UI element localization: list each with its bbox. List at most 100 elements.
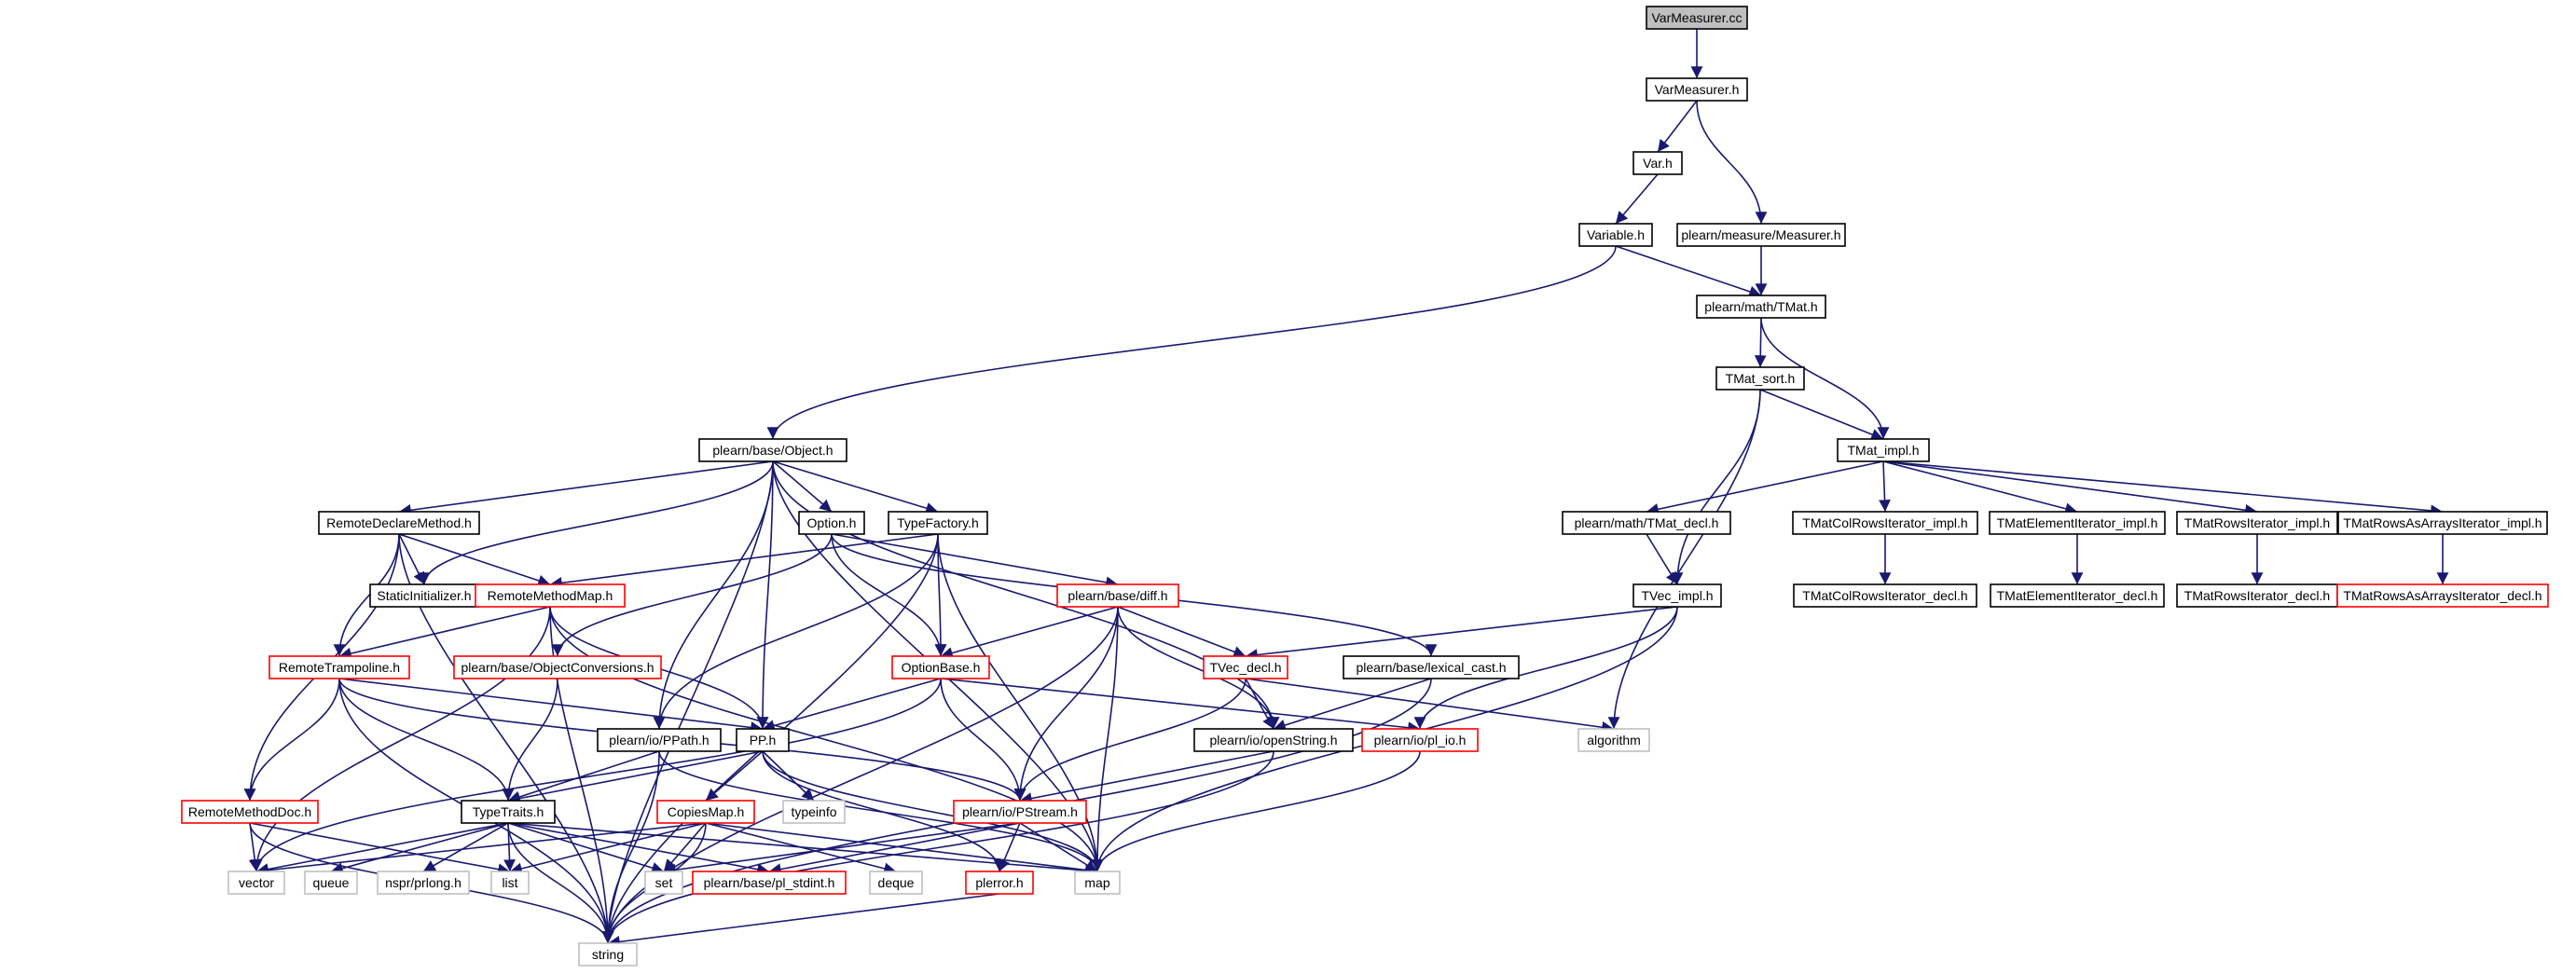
node-prlong: nspr/prlong.h xyxy=(377,871,470,895)
node-colrows_decl[interactable]: TMatColRowsIterator_decl.h xyxy=(1793,583,1977,608)
node-label: TMatColRowsIterator_decl.h xyxy=(1802,588,1967,603)
node-label: VarMeasurer.h xyxy=(1655,82,1740,97)
edge-arrow xyxy=(762,750,1006,872)
node-typefactory_h[interactable]: TypeFactory.h xyxy=(888,511,988,535)
edge-arrow xyxy=(1615,245,1762,297)
edge-arrow xyxy=(333,533,400,657)
edge-pstream_h-to-set xyxy=(663,822,1021,876)
edge-tvec_decl_h-to-openstring_h xyxy=(1245,678,1274,730)
node-tmat_h[interactable]: plearn/math/TMat.h xyxy=(1696,295,1826,319)
node-ppath_h[interactable]: plearn/io/PPath.h xyxy=(597,728,722,752)
node-label: Var.h xyxy=(1643,156,1673,171)
edge-tvec_decl_h-to-algorithm xyxy=(1245,678,1615,734)
edge-arrow xyxy=(766,245,1617,440)
edge-copiesmap_h-to-set xyxy=(663,822,707,872)
edge-tmat_impl_h-to-rowsarr_impl xyxy=(1882,460,2444,517)
node-colrows_impl[interactable]: TMatColRowsIterator_impl.h xyxy=(1792,511,1978,535)
edge-tmat_sort_h-to-algorithm xyxy=(1607,389,1761,730)
node-pstream_h[interactable]: plearn/io/PStream.h xyxy=(953,800,1087,824)
edge-option_h-to-objconv_h xyxy=(551,533,833,657)
node-label: PP.h xyxy=(750,733,777,748)
node-box xyxy=(2336,583,2549,608)
edge-arrow xyxy=(1117,606,1280,730)
node-option_h[interactable]: Option.h xyxy=(798,511,865,535)
node-variable_h[interactable]: Variable.h xyxy=(1578,223,1653,247)
node-label: Option.h xyxy=(807,515,857,530)
node-tmat_impl_h[interactable]: TMat_impl.h xyxy=(1837,438,1930,462)
node-openstring_h[interactable]: plearn/io/openString.h xyxy=(1193,728,1354,752)
node-box xyxy=(1562,511,1731,535)
node-tvec_impl_h[interactable]: TVec_impl.h xyxy=(1632,583,1722,608)
node-stdint_h[interactable]: plearn/base/pl_stdint.h xyxy=(692,871,847,895)
node-copiesmap_h[interactable]: CopiesMap.h xyxy=(656,800,755,824)
node-rmdoc_h[interactable]: RemoteMethodDoc.h xyxy=(181,800,319,824)
node-label: plearn/base/lexical_cast.h xyxy=(1356,660,1506,675)
node-pp_h[interactable]: PP.h xyxy=(736,728,790,752)
nodes-layer: VarMeasurer.ccVarMeasurer.hVar.hplearn/m… xyxy=(181,6,2549,967)
edge-pstream_h-to-map xyxy=(1019,822,1098,872)
edge-diff_h-to-map xyxy=(1091,606,1119,872)
edge-object_h-to-openstring_h xyxy=(772,460,1280,730)
node-label: nspr/prlong.h xyxy=(385,875,461,890)
node-rows_impl[interactable]: TMatRowsIterator_impl.h xyxy=(2176,511,2338,535)
edge-arrow xyxy=(398,460,774,516)
node-box xyxy=(1578,223,1653,247)
edge-typetraits_h-to-queue xyxy=(330,822,509,874)
node-box xyxy=(798,511,865,535)
node-label: TMatRowsAsArraysIterator_impl.h xyxy=(2343,515,2542,530)
edge-arrow xyxy=(507,750,764,804)
node-rmm_h[interactable]: RemoteMethodMap.h xyxy=(475,583,626,608)
node-typetraits_h[interactable]: TypeTraits.h xyxy=(461,800,556,824)
node-label: CopiesMap.h xyxy=(668,804,745,819)
node-measurer_h[interactable]: plearn/measure/Measurer.h xyxy=(1676,223,1846,247)
edge-object_h-to-pp_h xyxy=(756,460,774,730)
node-staticinit_h[interactable]: StaticInitializer.h xyxy=(369,583,479,608)
edge-arrow xyxy=(1879,460,1891,513)
edge-arrow xyxy=(509,822,707,875)
node-label: RemoteDeclareMethod.h xyxy=(326,515,472,530)
node-rowsarr_decl[interactable]: TMatRowsAsArraysIterator_decl.h xyxy=(2336,583,2549,608)
edge-lexcast_h-to-openstring_h xyxy=(1273,678,1432,732)
edge-arrow xyxy=(663,822,707,872)
edge-tmat_impl_h-to-colrows_impl xyxy=(1879,460,1891,513)
node-label: plearn/base/Object.h xyxy=(712,443,833,458)
edge-arrow xyxy=(1019,750,1274,804)
edge-typetraits_h-to-set xyxy=(507,822,665,874)
node-label: vector xyxy=(239,875,274,890)
node-label: string xyxy=(592,947,624,962)
node-var_h[interactable]: Var.h xyxy=(1632,151,1683,175)
node-lexcast_h[interactable]: plearn/base/lexical_cast.h xyxy=(1343,655,1520,679)
node-string: string xyxy=(578,942,638,967)
node-tvec_decl_h[interactable]: TVec_decl.h xyxy=(1203,655,1288,679)
node-objconv_h[interactable]: plearn/base/ObjectConversions.h xyxy=(453,655,662,679)
node-box xyxy=(227,871,285,895)
edge-variable_h-to-tmat_h xyxy=(1615,245,1762,297)
edge-arrow xyxy=(940,606,1119,659)
node-optionbase_h[interactable]: OptionBase.h xyxy=(891,655,990,679)
node-label: map xyxy=(1084,875,1109,890)
node-tmat_sort_h[interactable]: TMat_sort.h xyxy=(1715,366,1805,391)
node-rtramp_h[interactable]: RemoteTrampoline.h xyxy=(269,655,410,679)
node-diff_h[interactable]: plearn/base/diff.h xyxy=(1056,583,1179,608)
node-object_h[interactable]: plearn/base/Object.h xyxy=(698,438,847,462)
node-elem_impl[interactable]: TMatElementIterator_impl.h xyxy=(1989,511,2166,535)
node-box xyxy=(1193,728,1354,752)
node-elem_decl[interactable]: TMatElementIterator_decl.h xyxy=(1990,583,2165,608)
node-plio_h[interactable]: plearn/io/pl_io.h xyxy=(1361,728,1479,752)
edge-arrow xyxy=(1696,100,1768,225)
node-plerror_h[interactable]: plerror.h xyxy=(965,871,1034,895)
edge-plio_h-to-map xyxy=(1091,750,1421,872)
node-rdm_h[interactable]: RemoteDeclareMethod.h xyxy=(318,511,480,535)
edge-pstream_h-to-stdint_h xyxy=(768,822,1021,875)
edge-arrow xyxy=(1754,317,1767,368)
edge-arrow xyxy=(601,750,660,944)
node-varmeasurer_h[interactable]: VarMeasurer.h xyxy=(1646,77,1748,102)
node-tmat_decl_h[interactable]: plearn/math/TMat_decl.h xyxy=(1562,511,1731,535)
edge-arrow xyxy=(330,822,509,874)
edge-var_h-to-variable_h xyxy=(1615,173,1659,225)
node-rowsarr_impl[interactable]: TMatRowsAsArraysIterator_impl.h xyxy=(2337,511,2548,535)
edge-rdm_h-to-staticinit_h xyxy=(398,533,425,585)
edge-tmat_decl_h-to-tvec_impl_h xyxy=(1646,533,1678,585)
node-rows_decl[interactable]: TMatRowsIterator_decl.h xyxy=(2176,583,2338,608)
node-label: plearn/base/ObjectConversions.h xyxy=(461,660,654,675)
